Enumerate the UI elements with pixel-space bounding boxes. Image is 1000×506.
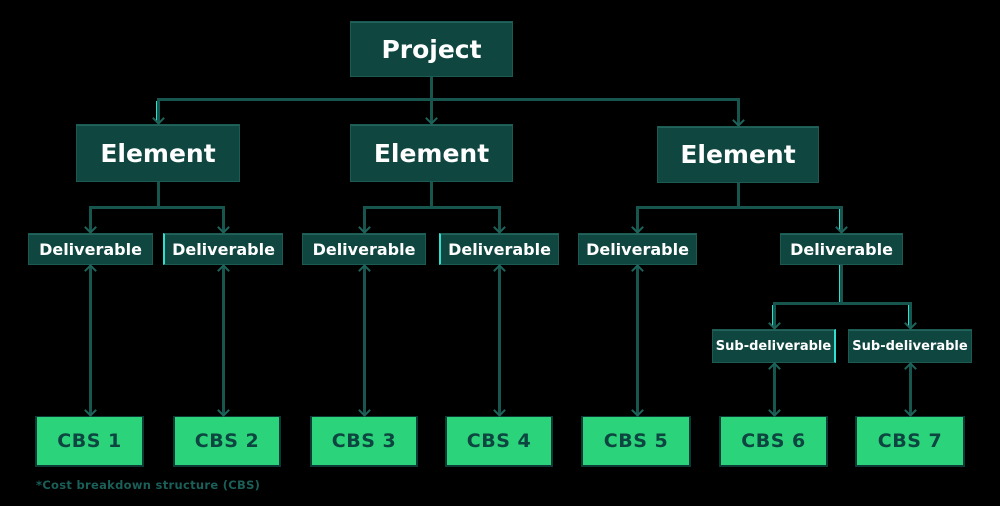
arrowhead-up-icon xyxy=(903,362,917,375)
arrowhead-down-icon xyxy=(425,112,438,125)
connector-drop xyxy=(908,305,912,327)
connector-stem xyxy=(430,182,433,206)
connector-stem xyxy=(156,182,160,206)
arrowhead-up-icon xyxy=(492,264,506,277)
arrowhead-down-icon xyxy=(216,221,230,234)
node-cbs-3: CBS 3 xyxy=(310,416,418,467)
connector-drop xyxy=(89,209,92,231)
connector-drop xyxy=(840,209,843,231)
node-deliverable-5: Deliverable xyxy=(578,233,697,265)
node-deliverable-6: Deliverable xyxy=(780,233,903,265)
arrowhead-down-icon xyxy=(84,221,97,234)
connector-drop xyxy=(636,209,639,231)
connector-drop xyxy=(156,101,160,122)
node-project: Project xyxy=(350,21,513,77)
arrowhead-up-icon xyxy=(84,264,97,277)
connector-stem xyxy=(736,183,740,206)
connector-link xyxy=(221,267,225,414)
connector-drop xyxy=(221,209,225,231)
node-sub-deliverable-2: Sub-deliverable xyxy=(848,329,972,363)
connector-bar xyxy=(772,302,912,305)
node-element-1: Element xyxy=(76,124,240,182)
arrowhead-down-icon xyxy=(767,404,781,417)
arrowhead-down-icon xyxy=(903,317,917,330)
node-sub-deliverable-1: Sub-deliverable xyxy=(712,329,836,363)
node-cbs-4: CBS 4 xyxy=(445,416,553,467)
connector-drop xyxy=(736,101,740,124)
arrowhead-down-icon xyxy=(767,317,781,330)
node-cbs-6: CBS 6 xyxy=(719,416,828,467)
connector-link xyxy=(772,365,776,414)
connector-drop xyxy=(772,305,776,327)
arrowhead-down-icon xyxy=(357,221,371,234)
connector-link xyxy=(497,267,501,414)
node-deliverable-4: Deliverable xyxy=(439,233,559,265)
node-cbs-2: CBS 2 xyxy=(173,416,281,467)
arrowhead-down-icon xyxy=(216,404,230,417)
node-deliverable-3: Deliverable xyxy=(302,233,426,265)
node-cbs-7: CBS 7 xyxy=(855,416,965,467)
footnote-text: *Cost breakdown structure (CBS) xyxy=(36,478,261,492)
arrowhead-down-icon xyxy=(835,221,848,234)
connector-link xyxy=(362,267,366,414)
arrowhead-up-icon xyxy=(767,362,781,375)
arrowhead-up-icon xyxy=(216,264,230,277)
connector-link xyxy=(636,267,639,414)
node-deliverable-2: Deliverable xyxy=(163,233,283,265)
arrowhead-down-icon xyxy=(731,114,745,127)
arrowhead-down-icon xyxy=(631,221,644,234)
node-cbs-5: CBS 5 xyxy=(581,416,691,467)
connector-stem xyxy=(840,265,843,302)
connector-drop xyxy=(362,209,366,231)
arrowhead-down-icon xyxy=(631,404,644,417)
connector-bar xyxy=(362,206,501,209)
connector-drop xyxy=(497,209,501,231)
arrowhead-up-icon xyxy=(357,264,371,277)
arrowhead-down-icon xyxy=(492,404,506,417)
connector-bar xyxy=(89,206,225,209)
arrowhead-up-icon xyxy=(631,264,644,277)
arrowhead-down-icon xyxy=(903,404,917,417)
connector-stem xyxy=(430,77,433,98)
connector-link xyxy=(89,267,92,414)
node-element-3: Element xyxy=(657,126,819,183)
arrowhead-down-icon xyxy=(492,221,506,234)
connector-drop xyxy=(430,101,433,122)
node-element-2: Element xyxy=(350,124,513,182)
connector-link xyxy=(908,365,912,414)
arrowhead-down-icon xyxy=(151,112,165,125)
arrowhead-down-icon xyxy=(357,404,371,417)
connector-bar xyxy=(156,98,740,101)
node-cbs-1: CBS 1 xyxy=(35,416,144,467)
node-deliverable-1: Deliverable xyxy=(28,233,153,265)
arrowhead-down-icon xyxy=(84,404,97,417)
connector-bar xyxy=(636,206,843,209)
